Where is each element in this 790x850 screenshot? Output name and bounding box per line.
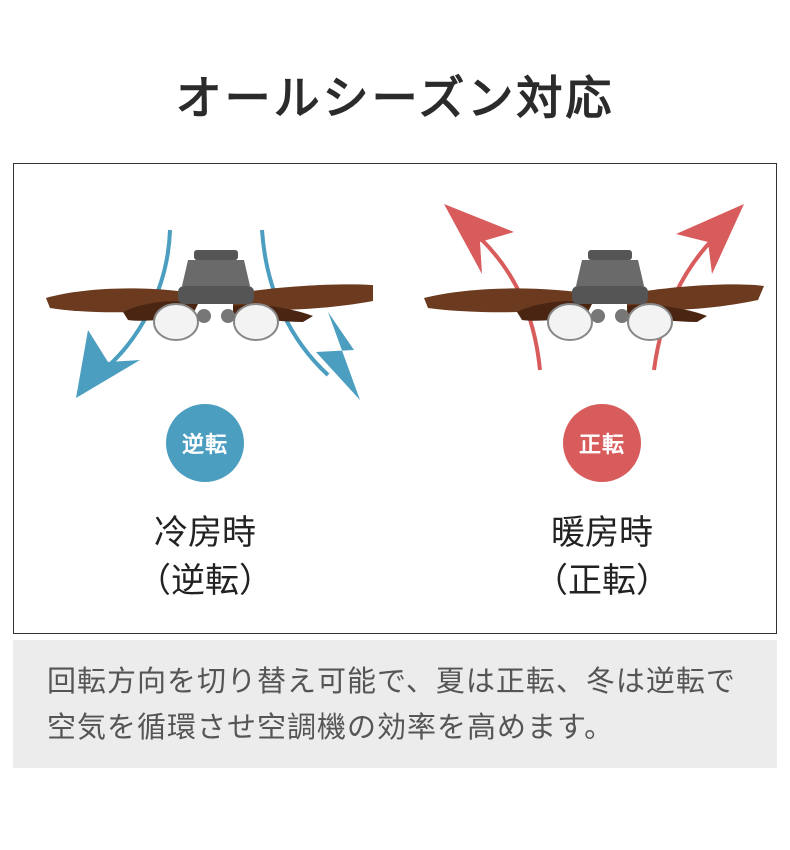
fan-direction-panel: 逆転 正転 冷房時 （逆転） 暖房時 （正転） [13,163,777,634]
arrow-up-icon [676,204,744,274]
ceiling-fan-icon [424,204,764,371]
heating-mode-label: 暖房時 （正転） [482,509,722,605]
description-caption: 回転方向を切り替え可能で、夏は正転、冬は逆転で空気を循環させ空調機の効率を高めま… [13,640,777,768]
reverse-badge: 逆転 [166,404,244,482]
heating-mode-title: 暖房時 [551,513,653,553]
arrow-down-icon [316,312,360,400]
arrow-up-icon [444,204,514,274]
ceiling-fan-icon [46,229,373,400]
page-title: オールシーズン対応 [175,71,615,125]
cooling-mode-title: 冷房時 [154,513,256,553]
arrow-down-icon [76,330,140,398]
forward-badge: 正転 [563,404,641,482]
cooling-mode-sub: （逆転） [137,561,273,601]
cooling-mode-label: 冷房時 （逆転） [85,509,325,605]
heating-mode-sub: （正転） [534,561,670,601]
